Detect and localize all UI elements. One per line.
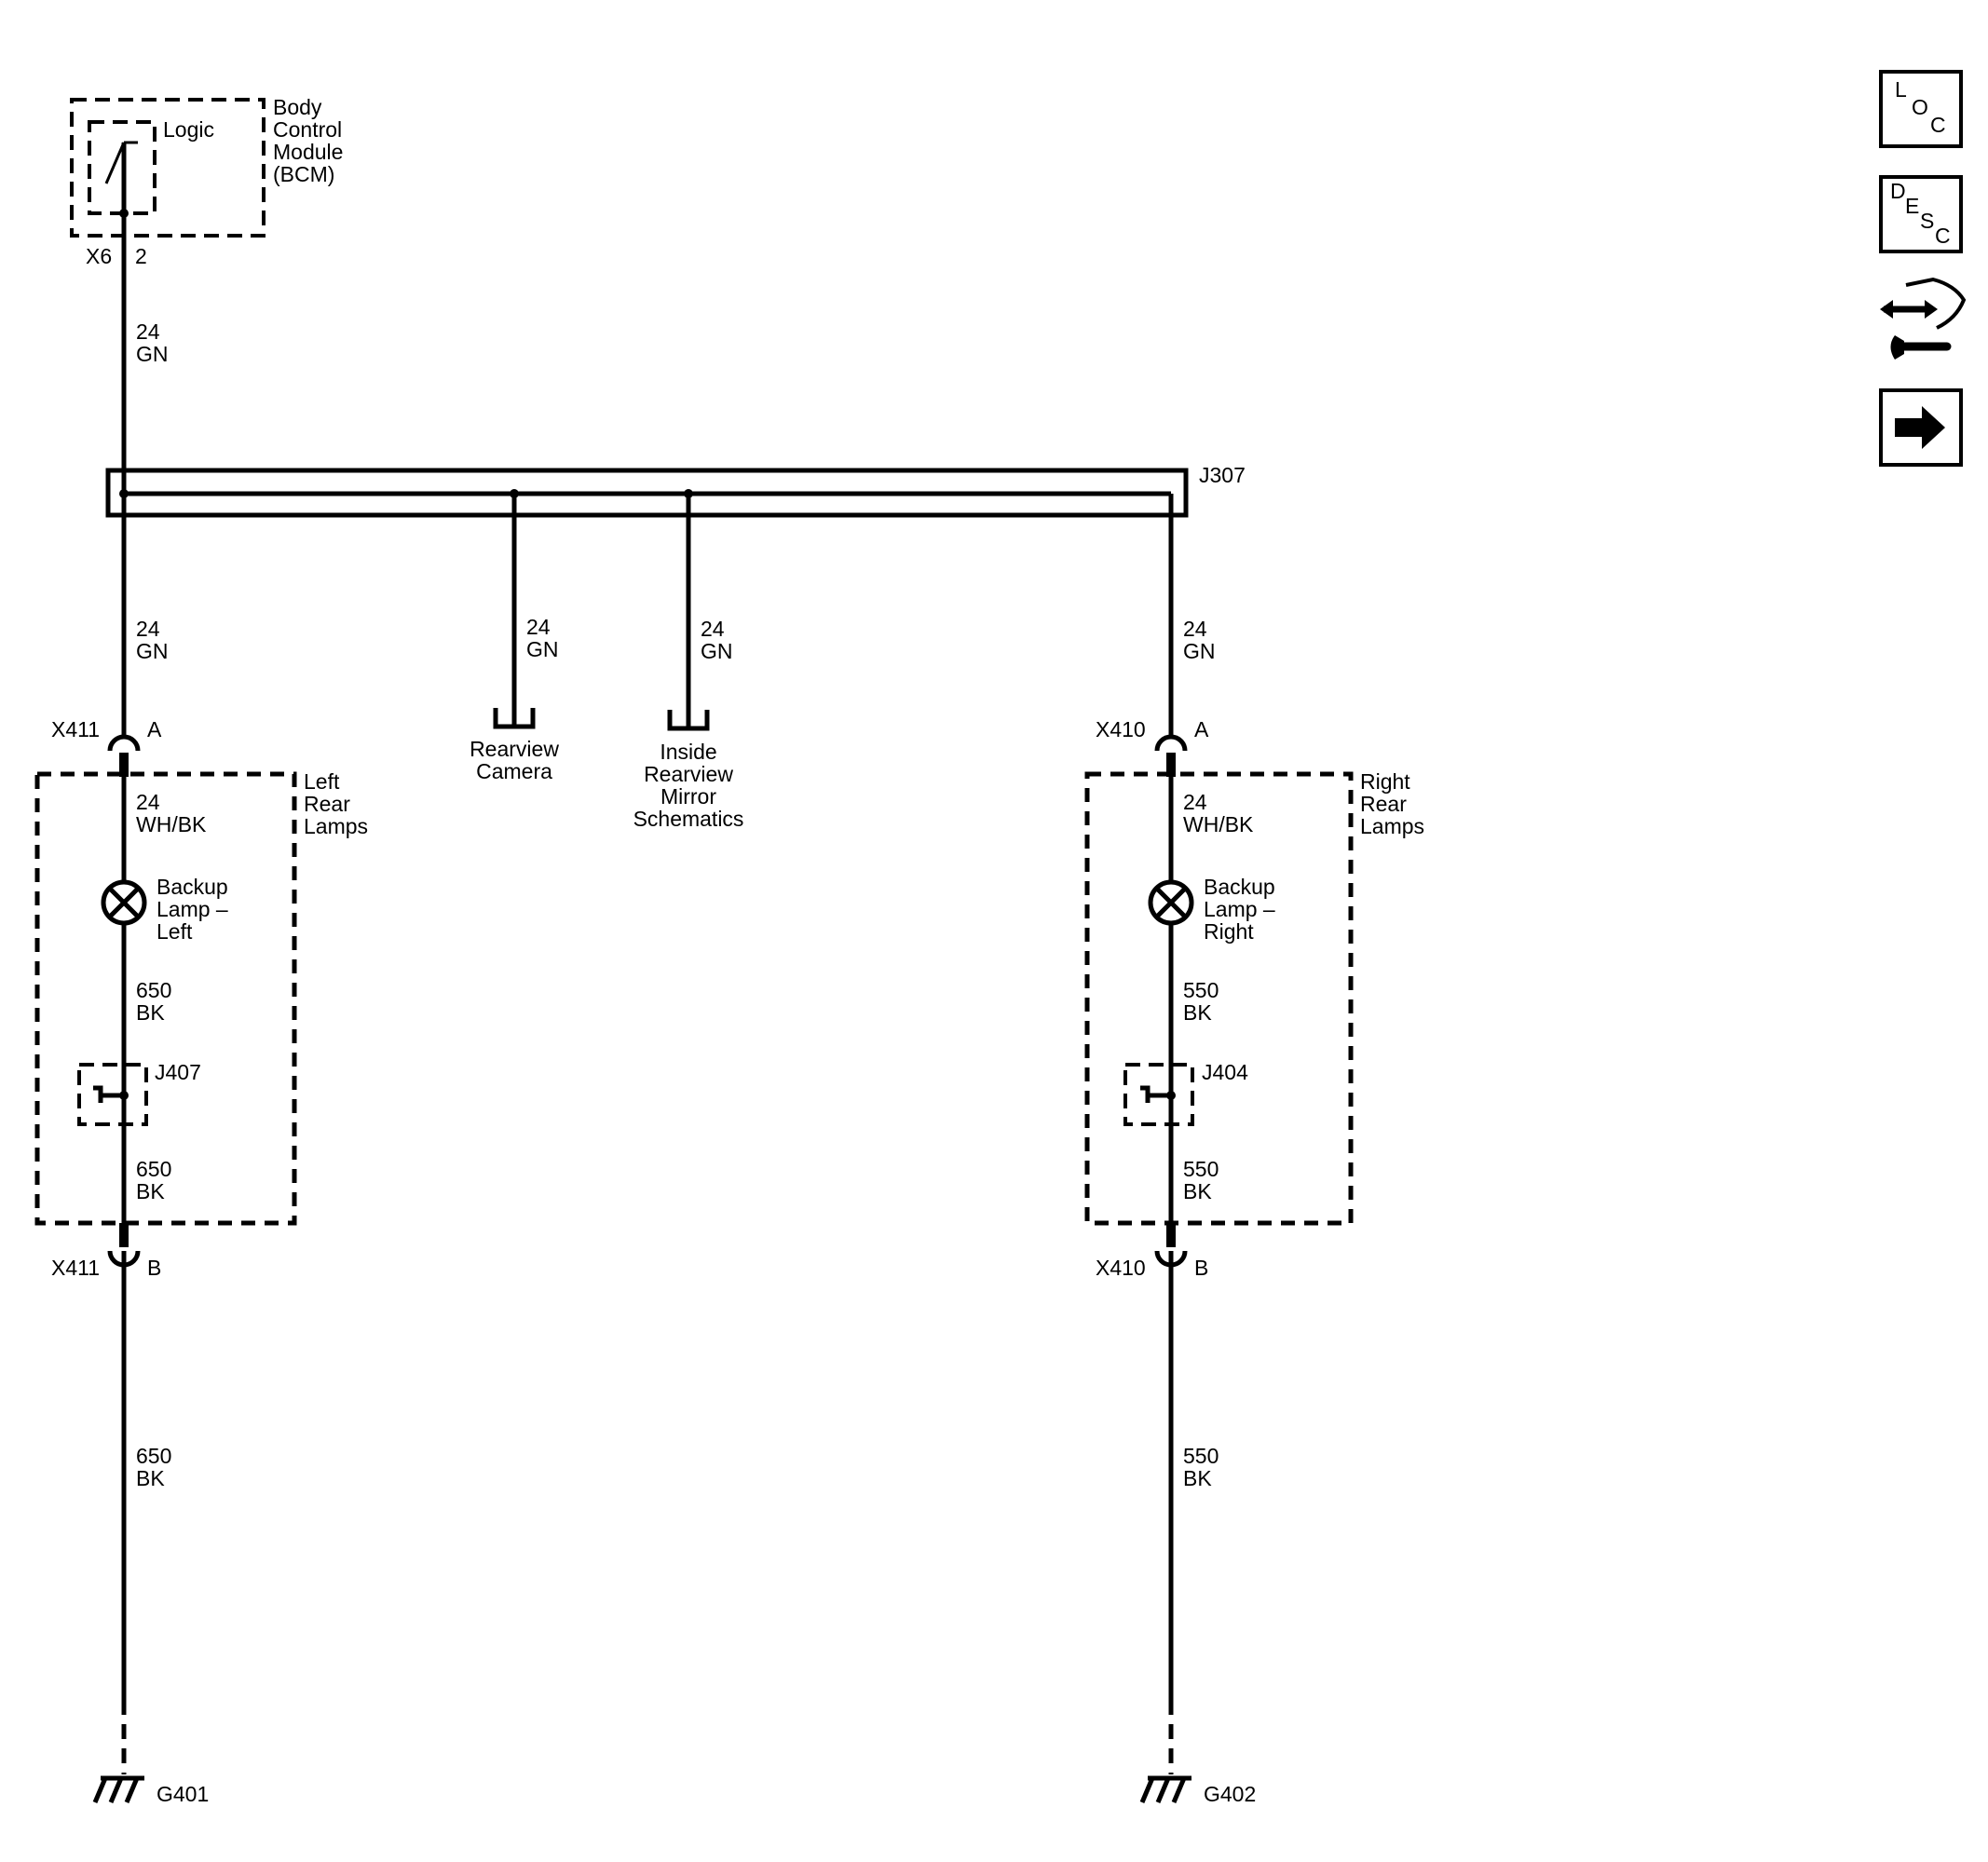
camera-label-line-2: Camera [476, 759, 552, 783]
desc-icon-button[interactable]: D E S C [1879, 175, 1963, 253]
right-gnd-color-1: BK [1183, 1000, 1212, 1025]
left-ground-label: G401 [157, 1782, 209, 1806]
right-bottom-connector-label: X410 [1096, 1256, 1146, 1280]
right-lamp-wire-color: WH/BK [1183, 812, 1254, 836]
right-lamp-line-2: Lamp – [1204, 897, 1275, 921]
right-box-line-2: Rear [1360, 792, 1407, 816]
left-lamp-wire-color: WH/BK [136, 812, 207, 836]
right-top-connector-label: X410 [1096, 717, 1146, 741]
right-gnd-gauge-2: 550 [1183, 1157, 1219, 1181]
loc-icon-letter-o: O [1912, 95, 1928, 119]
right-gnd-color-2: BK [1183, 1179, 1212, 1203]
right-feed-gauge: 24 [1183, 617, 1207, 641]
left-feed-color: GN [136, 639, 169, 663]
left-lamp-line-3: Left [157, 919, 193, 944]
right-box-line-1: Right [1360, 769, 1410, 794]
left-rear-lamps-box [34, 771, 297, 1226]
right-gnd-color-3: BK [1183, 1466, 1212, 1490]
mirror-label-line-4: Schematics [633, 807, 744, 831]
desc-icon-letter-s: S [1920, 209, 1934, 233]
bcm-name-line-2: Control [273, 117, 342, 142]
right-gnd-gauge-1: 550 [1183, 978, 1219, 1002]
left-lamp-line-1: Backup [157, 875, 228, 899]
left-gnd-color-3: BK [136, 1466, 165, 1490]
right-box-line-3: Lamps [1360, 814, 1424, 838]
left-rear-lamp-circuit: 24 GN X411 A Left Rear Lamps 24 WH/BK Ba… [34, 515, 368, 1806]
next-arrow-icon-button[interactable] [1879, 388, 1963, 467]
desc-icon-letter-c: C [1935, 224, 1951, 248]
camera-wire-gauge: 24 [526, 615, 551, 639]
splice-j307-label: J307 [1199, 463, 1246, 487]
right-top-connector [1154, 734, 1188, 752]
mirror-wire-gauge: 24 [701, 617, 725, 641]
mirror-label-line-1: Inside [660, 740, 716, 764]
right-lamp-wire-gauge: 24 [1183, 790, 1207, 814]
left-top-pin-label: A [147, 717, 162, 741]
right-splice-j404-box [1123, 1063, 1194, 1126]
bcm-name-line-4: (BCM) [273, 162, 334, 186]
right-rear-lamp-circuit: 24 GN X410 A Right Rear Lamps 24 WH/BK B… [1084, 515, 1424, 1806]
bcm-module: Logic Body Control Module (BCM) X6 2 [70, 95, 343, 268]
bcm-box [70, 98, 266, 238]
bcm-name-line-1: Body [273, 95, 322, 119]
right-bottom-pin-label: B [1194, 1256, 1208, 1280]
loc-icon-button[interactable]: L O C [1879, 70, 1963, 148]
desc-icon-letter-e: E [1905, 194, 1919, 218]
mirror-label-line-3: Mirror [660, 784, 716, 809]
right-ground-label: G402 [1204, 1782, 1256, 1806]
left-gnd-color-1: BK [136, 1000, 165, 1025]
left-bottom-pin-label: B [147, 1256, 161, 1280]
left-lamp-wire-gauge: 24 [136, 790, 160, 814]
left-lamp-line-2: Lamp – [157, 897, 228, 921]
left-ground-icon [92, 1775, 144, 1803]
rearview-camera-branch: 24 GN Rearview Camera [470, 494, 559, 783]
desc-icon-letter-d: D [1890, 179, 1906, 203]
right-rear-lamps-box [1084, 771, 1354, 1226]
right-lamp-line-3: Right [1204, 919, 1254, 944]
right-lamp-line-1: Backup [1204, 875, 1275, 899]
left-gnd-gauge-3: 650 [136, 1444, 171, 1468]
connector-repair-icon-button[interactable] [1880, 277, 1967, 360]
right-feed-color: GN [1183, 639, 1216, 663]
bcm-switch [104, 142, 126, 184]
bcm-pin-label: 2 [135, 244, 147, 268]
left-gnd-color-2: BK [136, 1179, 165, 1203]
camera-label-line-1: Rearview [470, 737, 559, 761]
left-feed-gauge: 24 [136, 617, 160, 641]
right-ground-icon [1139, 1775, 1191, 1803]
bcm-wire-color: GN [136, 342, 169, 366]
loc-icon-letter-c: C [1930, 113, 1946, 137]
arrow-right-icon [1895, 406, 1945, 449]
bcm-connector-label: X6 [86, 244, 112, 268]
left-top-connector [107, 734, 141, 752]
camera-wire-color: GN [526, 637, 559, 661]
left-gnd-gauge-2: 650 [136, 1157, 171, 1181]
mirror-wire-color: GN [701, 639, 733, 663]
left-splice-label: J407 [155, 1060, 201, 1084]
bcm-name-line-3: Module [273, 140, 343, 164]
mirror-label-line-2: Rearview [644, 762, 733, 786]
left-box-line-3: Lamps [304, 814, 368, 838]
left-top-connector-label: X411 [51, 717, 100, 741]
left-box-line-1: Left [304, 769, 340, 794]
bcm-wire-gauge: 24 [136, 319, 160, 344]
right-top-pin-label: A [1194, 717, 1209, 741]
camera-connector [493, 708, 536, 729]
right-splice-label: J404 [1202, 1060, 1248, 1084]
left-box-line-2: Rear [304, 792, 350, 816]
splice-pack-j307: J307 [105, 463, 1246, 518]
inside-mirror-branch: 24 GN Inside Rearview Mirror Schematics [633, 494, 744, 831]
mirror-connector [667, 710, 710, 731]
right-gnd-gauge-3: 550 [1183, 1444, 1219, 1468]
left-bottom-connector-label: X411 [51, 1256, 100, 1280]
loc-icon-letter-l: L [1895, 77, 1907, 102]
bcm-logic-label: Logic [163, 117, 214, 142]
left-gnd-gauge-1: 650 [136, 978, 171, 1002]
left-splice-j407-box [77, 1063, 148, 1126]
